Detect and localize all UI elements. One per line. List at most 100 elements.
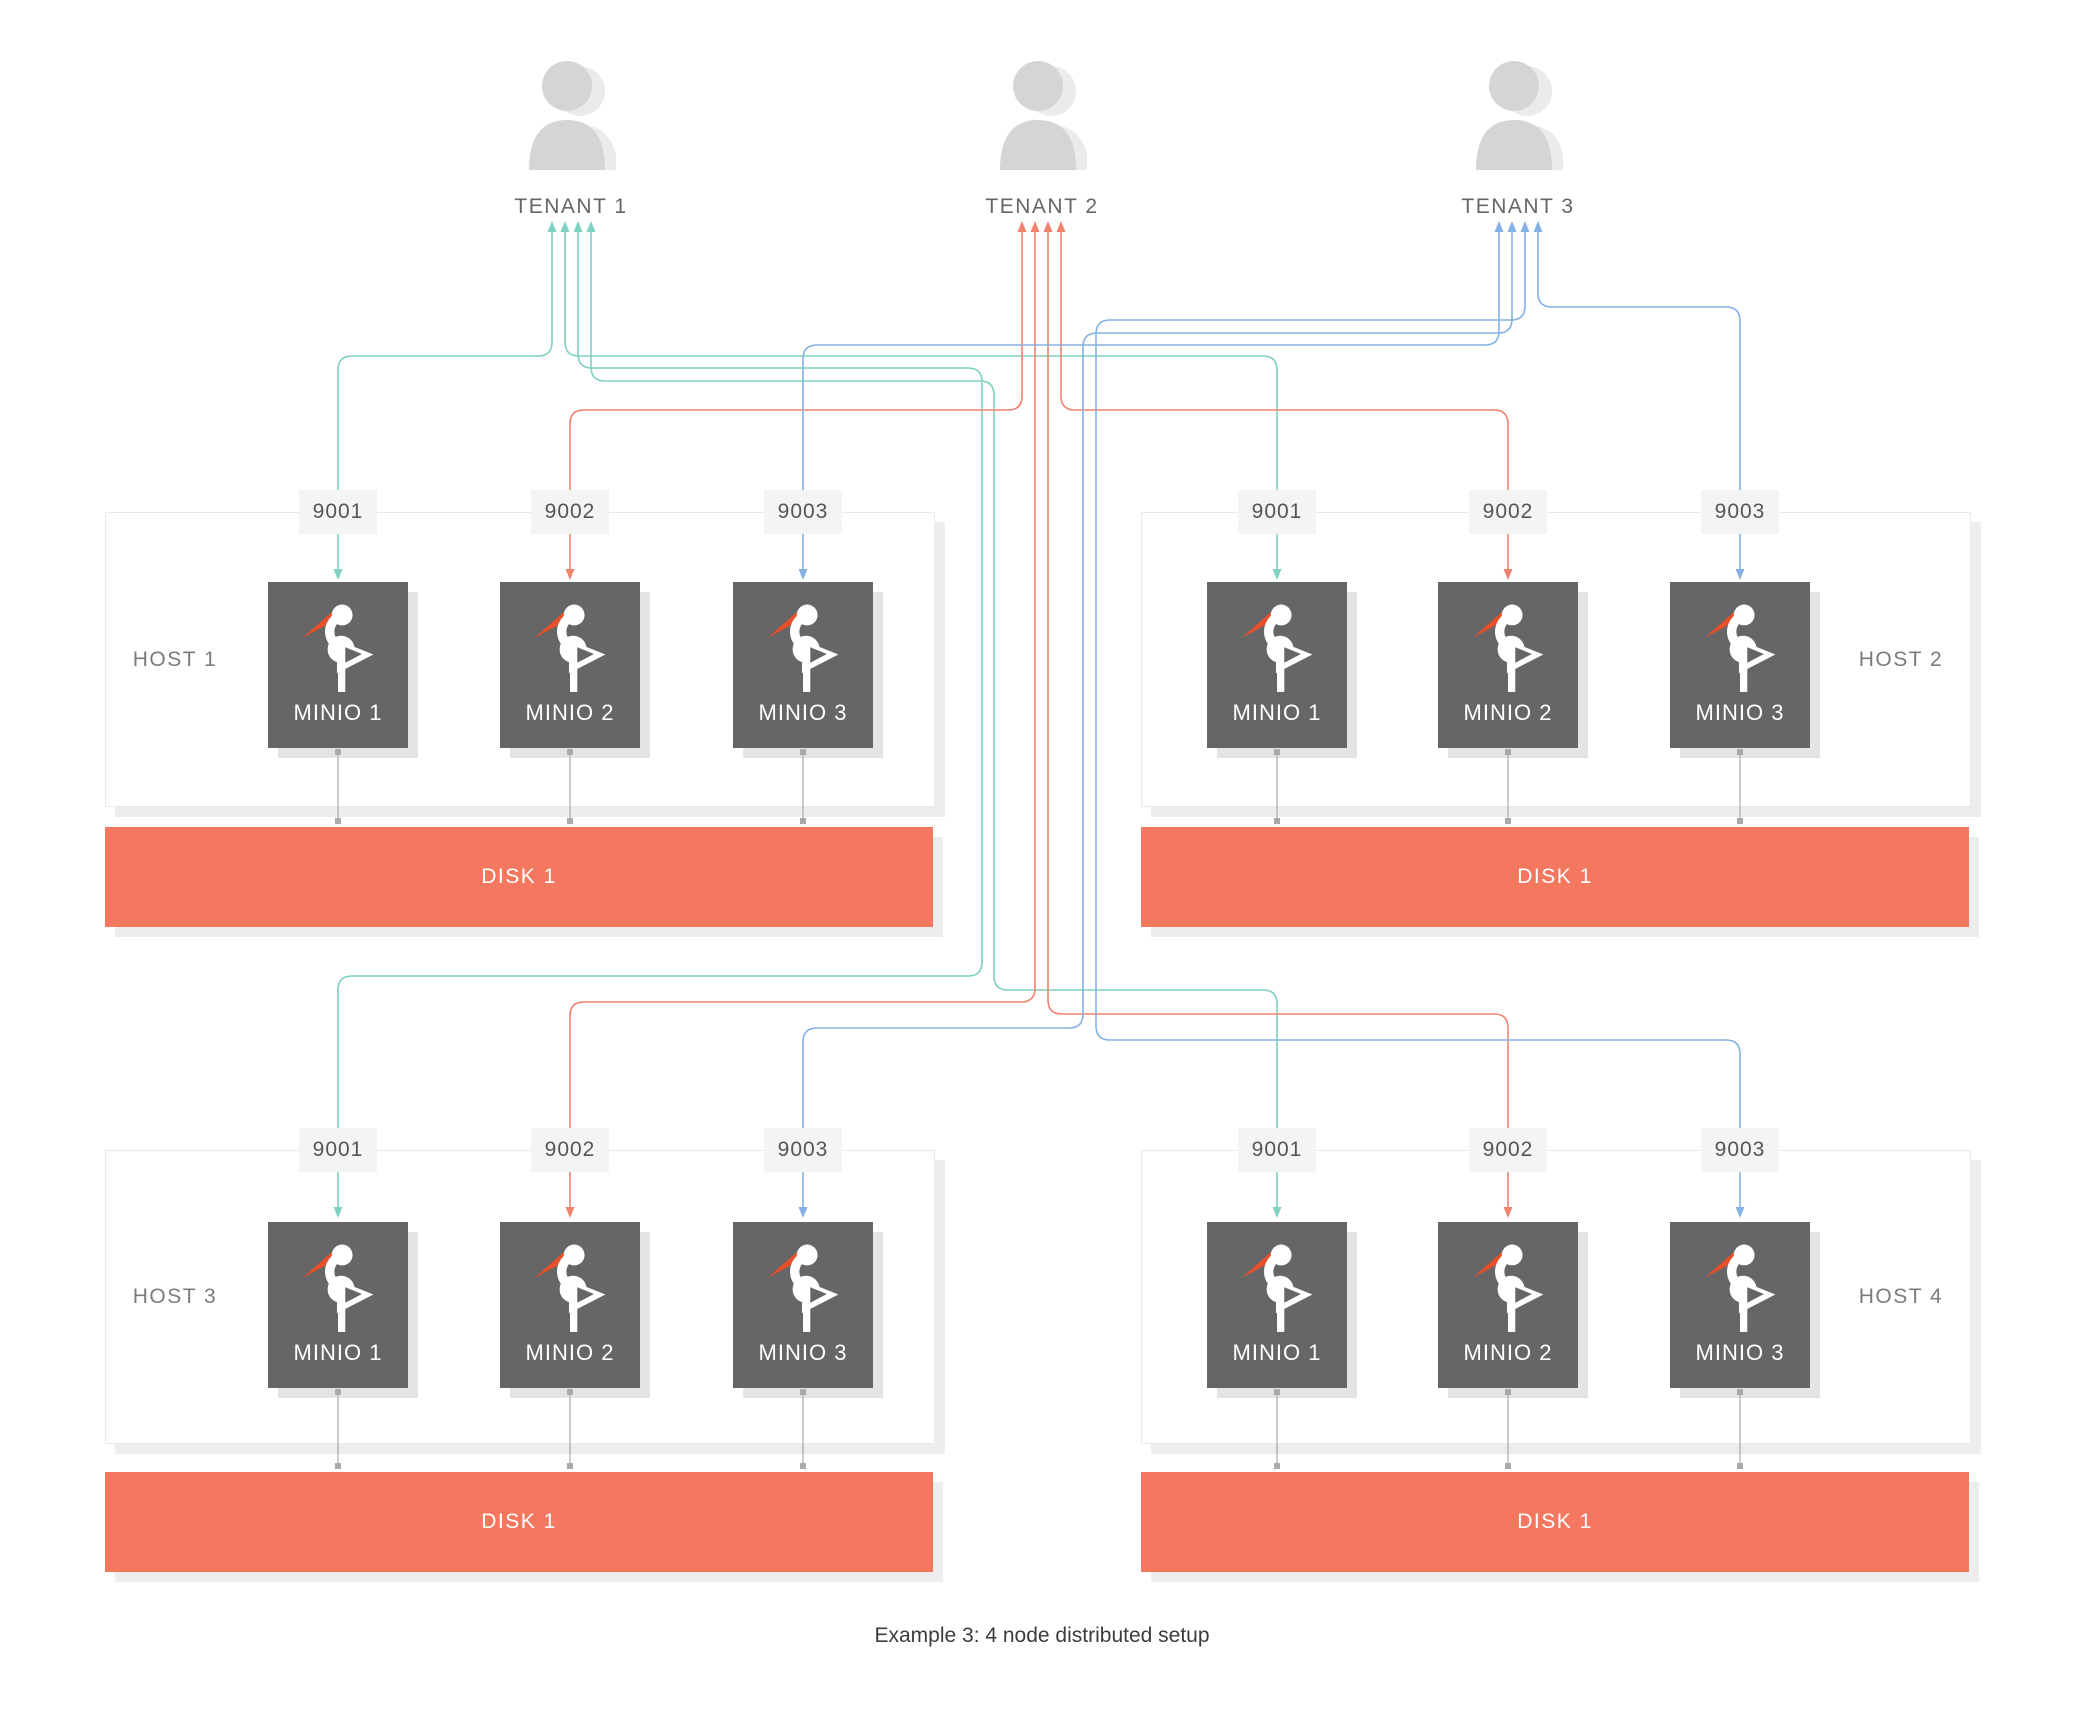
minio-logo-icon xyxy=(1472,1244,1544,1332)
minio-logo xyxy=(1225,1230,1329,1339)
minio-logo xyxy=(751,590,855,699)
connector-dot xyxy=(335,1463,341,1469)
minio-logo-icon xyxy=(767,604,839,692)
tenant-label-3: TENANT 3 xyxy=(1461,195,1575,218)
minio-label: MINIO 2 xyxy=(1463,1340,1553,1365)
connector-dot xyxy=(1737,818,1743,824)
minio-logo-icon xyxy=(1241,1244,1313,1332)
connection-line xyxy=(569,232,1023,490)
minio-logo xyxy=(751,1230,855,1339)
minio-label: MINIO 1 xyxy=(1232,700,1322,725)
arrowhead-up-icon xyxy=(1030,221,1040,232)
minio-label: MINIO 3 xyxy=(758,1340,848,1365)
minio-logo xyxy=(1456,1230,1560,1339)
arrowhead-up-icon xyxy=(1507,221,1517,232)
host-label-2: HOST 2 xyxy=(1858,647,1944,671)
diagram-caption: Example 3: 4 node distributed setup xyxy=(874,1624,1210,1647)
minio-label: MINIO 2 xyxy=(525,700,615,725)
minio-logo xyxy=(1225,590,1329,699)
connection-line xyxy=(564,232,1278,490)
minio-logo-icon xyxy=(1241,604,1313,692)
minio-label: MINIO 3 xyxy=(1695,1340,1785,1365)
connector-dot xyxy=(567,1463,573,1469)
arrowhead-up-icon xyxy=(1533,221,1543,232)
minio-logo xyxy=(286,590,390,699)
minio-logo-icon xyxy=(1704,1244,1776,1332)
minio-label: MINIO 1 xyxy=(1232,1340,1322,1365)
minio-node-host4-2: MINIO 2 xyxy=(1438,1222,1578,1388)
minio-label: MINIO 2 xyxy=(1463,700,1553,725)
port-badge-9001-host2: 9001 xyxy=(1238,490,1316,534)
port-badge-9003-host3: 9003 xyxy=(764,1128,842,1172)
port-badge-9002-host4: 9002 xyxy=(1469,1128,1547,1172)
minio-node-host2-1: MINIO 1 xyxy=(1207,582,1347,748)
tenant-figure-2 xyxy=(997,58,1087,170)
connection-line xyxy=(1060,232,1509,490)
tenant-user-icon xyxy=(1476,61,1563,170)
minio-logo-icon xyxy=(767,1244,839,1332)
minio-label: MINIO 3 xyxy=(1695,700,1785,725)
minio-logo-icon xyxy=(534,1244,606,1332)
minio-node-host3-3: MINIO 3 xyxy=(733,1222,873,1388)
arrowhead-up-icon xyxy=(1056,221,1066,232)
arrowhead-up-icon xyxy=(1017,221,1027,232)
minio-logo xyxy=(1688,590,1792,699)
minio-node-host3-1: MINIO 1 xyxy=(268,1222,408,1388)
connector-dot xyxy=(567,818,573,824)
port-badge-9003-host2: 9003 xyxy=(1701,490,1779,534)
disk-bar-host-1: DISK 1 xyxy=(105,827,933,927)
host-label-1: HOST 1 xyxy=(132,647,218,671)
tenant-figure-1 xyxy=(526,58,616,170)
minio-node-host2-2: MINIO 2 xyxy=(1438,582,1578,748)
arrowhead-up-icon xyxy=(573,221,583,232)
port-badge-9001-host1: 9001 xyxy=(299,490,377,534)
minio-node-host1-2: MINIO 2 xyxy=(500,582,640,748)
minio-logo xyxy=(1456,590,1560,699)
port-badge-9002-host2: 9002 xyxy=(1469,490,1547,534)
minio-node-host4-3: MINIO 3 xyxy=(1670,1222,1810,1388)
minio-logo-icon xyxy=(302,604,374,692)
port-badge-9002-host1: 9002 xyxy=(531,490,609,534)
connector-dot xyxy=(1274,1463,1280,1469)
minio-logo xyxy=(518,590,622,699)
minio-node-host3-2: MINIO 2 xyxy=(500,1222,640,1388)
host-label-3: HOST 3 xyxy=(132,1285,218,1308)
arrowhead-up-icon xyxy=(1520,221,1530,232)
minio-logo xyxy=(518,1230,622,1339)
minio-label: MINIO 2 xyxy=(525,1340,615,1365)
tenant-user-icon xyxy=(529,61,616,170)
port-badge-9001-host3: 9001 xyxy=(299,1128,377,1172)
minio-label: MINIO 3 xyxy=(758,700,848,725)
connector-dot xyxy=(800,818,806,824)
connector-dot xyxy=(1505,818,1511,824)
arrowhead-up-icon xyxy=(1043,221,1053,232)
disk-bar-host-3: DISK 1 xyxy=(105,1472,933,1572)
minio-node-host1-3: MINIO 3 xyxy=(733,582,873,748)
minio-logo xyxy=(1688,1230,1792,1339)
tenant-label-2: TENANT 2 xyxy=(985,195,1099,218)
minio-label: MINIO 1 xyxy=(293,1340,383,1365)
minio-node-host1-1: MINIO 1 xyxy=(268,582,408,748)
minio-logo-icon xyxy=(1704,604,1776,692)
minio-logo-icon xyxy=(534,604,606,692)
connector-dot xyxy=(1505,1463,1511,1469)
connector-dot xyxy=(1737,1463,1743,1469)
port-badge-9002-host3: 9002 xyxy=(531,1128,609,1172)
tenant-user-icon xyxy=(1000,61,1087,170)
port-badge-9001-host4: 9001 xyxy=(1238,1128,1316,1172)
connector-dot xyxy=(1274,818,1280,824)
host-label-4: HOST 4 xyxy=(1858,1285,1944,1308)
arrowhead-up-icon xyxy=(547,221,557,232)
arrowhead-up-icon xyxy=(586,221,596,232)
minio-node-host2-3: MINIO 3 xyxy=(1670,582,1810,748)
minio-logo-icon xyxy=(302,1244,374,1332)
disk-bar-host-4: DISK 1 xyxy=(1141,1472,1969,1572)
connection-line xyxy=(337,232,553,490)
port-badge-9003-host4: 9003 xyxy=(1701,1128,1779,1172)
connection-line xyxy=(1537,232,1741,490)
arrowhead-up-icon xyxy=(1494,221,1504,232)
connector-dot xyxy=(335,818,341,824)
minio-label: MINIO 1 xyxy=(293,700,383,725)
minio-logo-icon xyxy=(1472,604,1544,692)
